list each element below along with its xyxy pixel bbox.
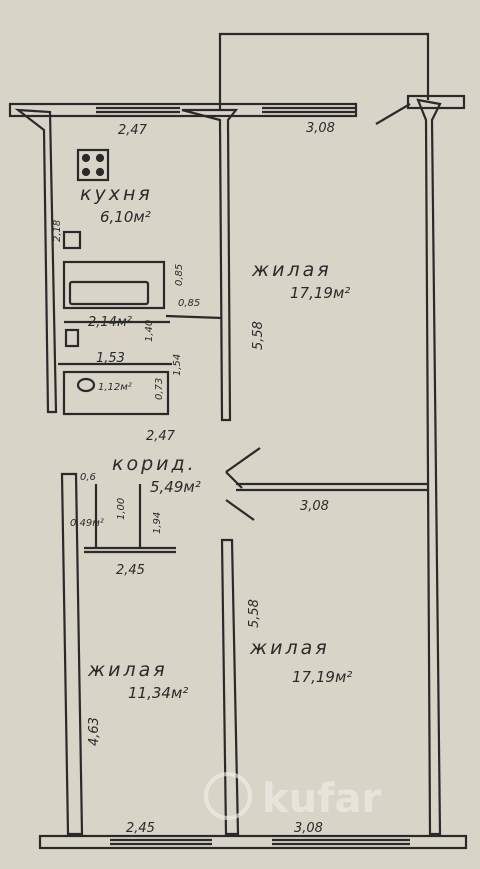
corridor-area: 5,49м² — [150, 478, 201, 496]
dim-lower-h: 5,58 — [247, 599, 262, 628]
dim-100: 1,00 — [116, 498, 127, 520]
living-bottom-right-area: 17,19м² — [292, 668, 352, 686]
corridor-name: корид. — [112, 453, 197, 475]
bathroom-area: 2,14м² — [88, 315, 132, 330]
dim-mid-right: 3,08 — [300, 499, 329, 514]
dim-06: 0,6 — [80, 472, 96, 483]
dim-153: 1,53 — [96, 351, 125, 366]
partition-wall-top — [181, 108, 239, 422]
dim-kitchen-side: 2,18 — [52, 220, 63, 242]
right-wall — [416, 98, 442, 836]
dim-245: 2,45 — [116, 563, 145, 578]
kitchen-area: 6,10м² — [100, 208, 151, 226]
dim-top-left: 2,47 — [118, 123, 148, 138]
sink-icon — [62, 230, 82, 250]
dim-073: 0,73 — [154, 378, 165, 400]
dim-bath-w: 1,40 — [144, 320, 155, 342]
living-bottom-left-name: жилая — [87, 659, 168, 681]
watermark: kufar — [262, 776, 381, 822]
dim-bottom-right: 3,08 — [294, 821, 323, 836]
toilet-area: 1,12м² — [98, 382, 132, 393]
watermark-logo-icon — [204, 772, 252, 820]
dim-mid-h: 5,58 — [251, 321, 266, 350]
bottom-wall — [38, 834, 468, 850]
top-wall — [8, 102, 358, 118]
living-top-area: 17,19м² — [290, 284, 350, 302]
dim-bath-h: 0,85 — [174, 264, 185, 286]
partition-wall-bottom — [220, 538, 240, 836]
washbasin-icon — [64, 328, 80, 348]
dim-154: 1,54 — [172, 354, 183, 376]
dim-bath-h2: 0,85 — [178, 298, 200, 309]
dim-bottom-left: 2,45 — [126, 821, 155, 836]
toilet-bowl — [76, 377, 96, 393]
balcony-outline — [218, 32, 430, 110]
dim-top-right: 3,08 — [306, 121, 335, 136]
bathtub — [68, 280, 150, 306]
left-wall-upper — [14, 108, 58, 414]
living-top-name: жилая — [251, 259, 332, 281]
right-top-wall — [406, 94, 466, 110]
dim-194: 1,94 — [152, 512, 163, 534]
toilet-block — [62, 370, 170, 416]
stove-icon — [76, 148, 110, 182]
closet-area: 0,49м² — [70, 518, 104, 529]
dim-left-h: 4,63 — [87, 717, 102, 746]
kitchen-name: кухня — [80, 183, 153, 205]
left-wall-lower — [60, 472, 84, 836]
living-bottom-right-name: жилая — [249, 637, 330, 659]
bathroom-block — [62, 260, 166, 310]
dim-corr-w: 2,47 — [146, 429, 176, 444]
living-bottom-left-area: 11,34м² — [128, 684, 188, 702]
walls — [8, 32, 468, 850]
